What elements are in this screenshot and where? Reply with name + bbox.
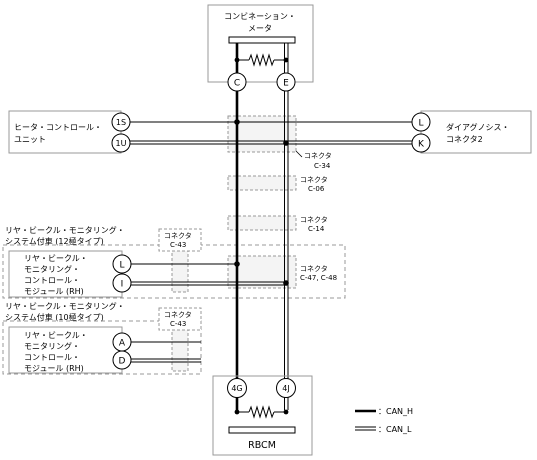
svg-text:D: D [119,357,126,367]
heater-control-label-2: ユニット [14,135,46,144]
c47-label-2: C-47, C-48 [300,274,337,282]
diag-connector-label-1: ダイアグノシス・ [446,122,509,132]
svg-text:A: A [119,339,126,349]
heater-pin-1s: 1S [111,112,131,132]
heater-control-label-1: ヒータ・コントロール・ [14,123,102,132]
diag-pin-l: L [411,112,431,132]
svg-text:I: I [121,280,124,290]
can-l-rear12-wire [131,281,286,286]
heater-control-box [8,110,122,154]
meter-termination-resistor [234,53,289,67]
rbcm-box [212,375,313,456]
diag-connector-box [420,110,532,154]
rbcm-connector-bar [228,426,296,434]
legend-can-l-label: ：CAN_L [378,425,412,434]
combination-meter-label-1: コンビネーション・ [224,12,296,21]
svg-text:4J: 4J [282,384,289,393]
splice-dots [234,119,289,286]
connector-c14 [227,215,297,231]
rear10-module-label-1: リヤ・ビークル・ [24,331,88,340]
meter-pin-e: E [276,72,296,92]
connector-c43-10pin [171,328,189,372]
connector-c43-12pin [171,249,189,293]
combination-meter-label-2: メータ [248,24,272,33]
meter-pin-c: C [227,72,247,92]
rear12-group-label-2: システム付車 (12極タイプ) [5,236,104,246]
c34-leader-line [295,150,303,158]
c34-label-2: C-34 [314,162,331,170]
svg-text:1S: 1S [116,118,126,127]
rear12-module-label-3: コントロール・ [24,276,80,285]
combination-meter-box [207,4,314,83]
c43-12pin-label-2: C-43 [170,241,186,249]
can-l-heater-diag-wire [130,140,413,145]
c06-label-2: C-06 [308,185,325,193]
legend-can-h-label: ：CAN_H [378,407,413,416]
legend: ：CAN_H ：CAN_L [355,407,413,434]
diag-pin-k: K [411,133,431,153]
heater-pin-1u: 1U [111,133,131,153]
svg-text:K: K [418,140,425,150]
svg-text:1U: 1U [116,139,127,148]
rear10-module-label-3: コントロール・ [24,353,80,362]
c47-label-1: コネクタ [300,264,328,273]
meter-connector-bar [228,36,296,44]
c43-10pin-label-1: コネクタ [164,310,192,319]
c43-10pin-label-2: C-43 [170,320,186,328]
rear12-group-label-1: リヤ・ビークル・モニタリング・ [5,225,125,235]
svg-text:C: C [234,79,240,89]
svg-text:4G: 4G [231,384,242,393]
c43-12pin-label-box [158,228,202,252]
rbcm-pin-4j: 4J [276,378,296,398]
svg-text:L: L [119,261,124,271]
rear10-module-label-4: モジュール (RH) [24,364,84,373]
diag-connector-label-2: コネクタ2 [446,135,483,144]
c14-label-1: コネクタ [300,215,328,224]
rear12-pin-l: L [112,254,132,274]
rbcm-pin-4g: 4G [227,378,247,398]
c43-12pin-label-1: コネクタ [164,231,192,240]
svg-text:L: L [418,119,423,129]
c06-label-1: コネクタ [300,175,328,184]
svg-text:E: E [283,79,289,89]
c43-10pin-label-box [158,307,202,331]
rbcm-termination-resistor [234,405,289,419]
rear-10pin-group-box [2,320,202,375]
rear10-pin-d: D [112,350,132,370]
rear10-group-label-2: システム付車 (10極タイプ) [5,312,104,322]
rear10-module-label-2: モニタリング・ [24,341,80,351]
rbcm-label: RBCM [248,440,276,451]
can-l-main-line [284,43,289,410]
rear12-pin-i: I [112,273,132,293]
rear10-pin-a: A [112,332,132,352]
c34-label-1: コネクタ [304,151,332,160]
rear10-group-label-1: リヤ・ビークル・モニタリング・ [5,301,125,311]
connector-c06 [227,175,297,191]
can-l-rear10-wire [131,358,201,363]
rear12-module-label-2: モニタリング・ [24,264,80,274]
rear12-module-label-1: リヤ・ビークル・ [24,254,88,263]
c14-label-2: C-14 [308,225,325,233]
rear12-module-label-4: モジュール (RH) [24,287,84,296]
